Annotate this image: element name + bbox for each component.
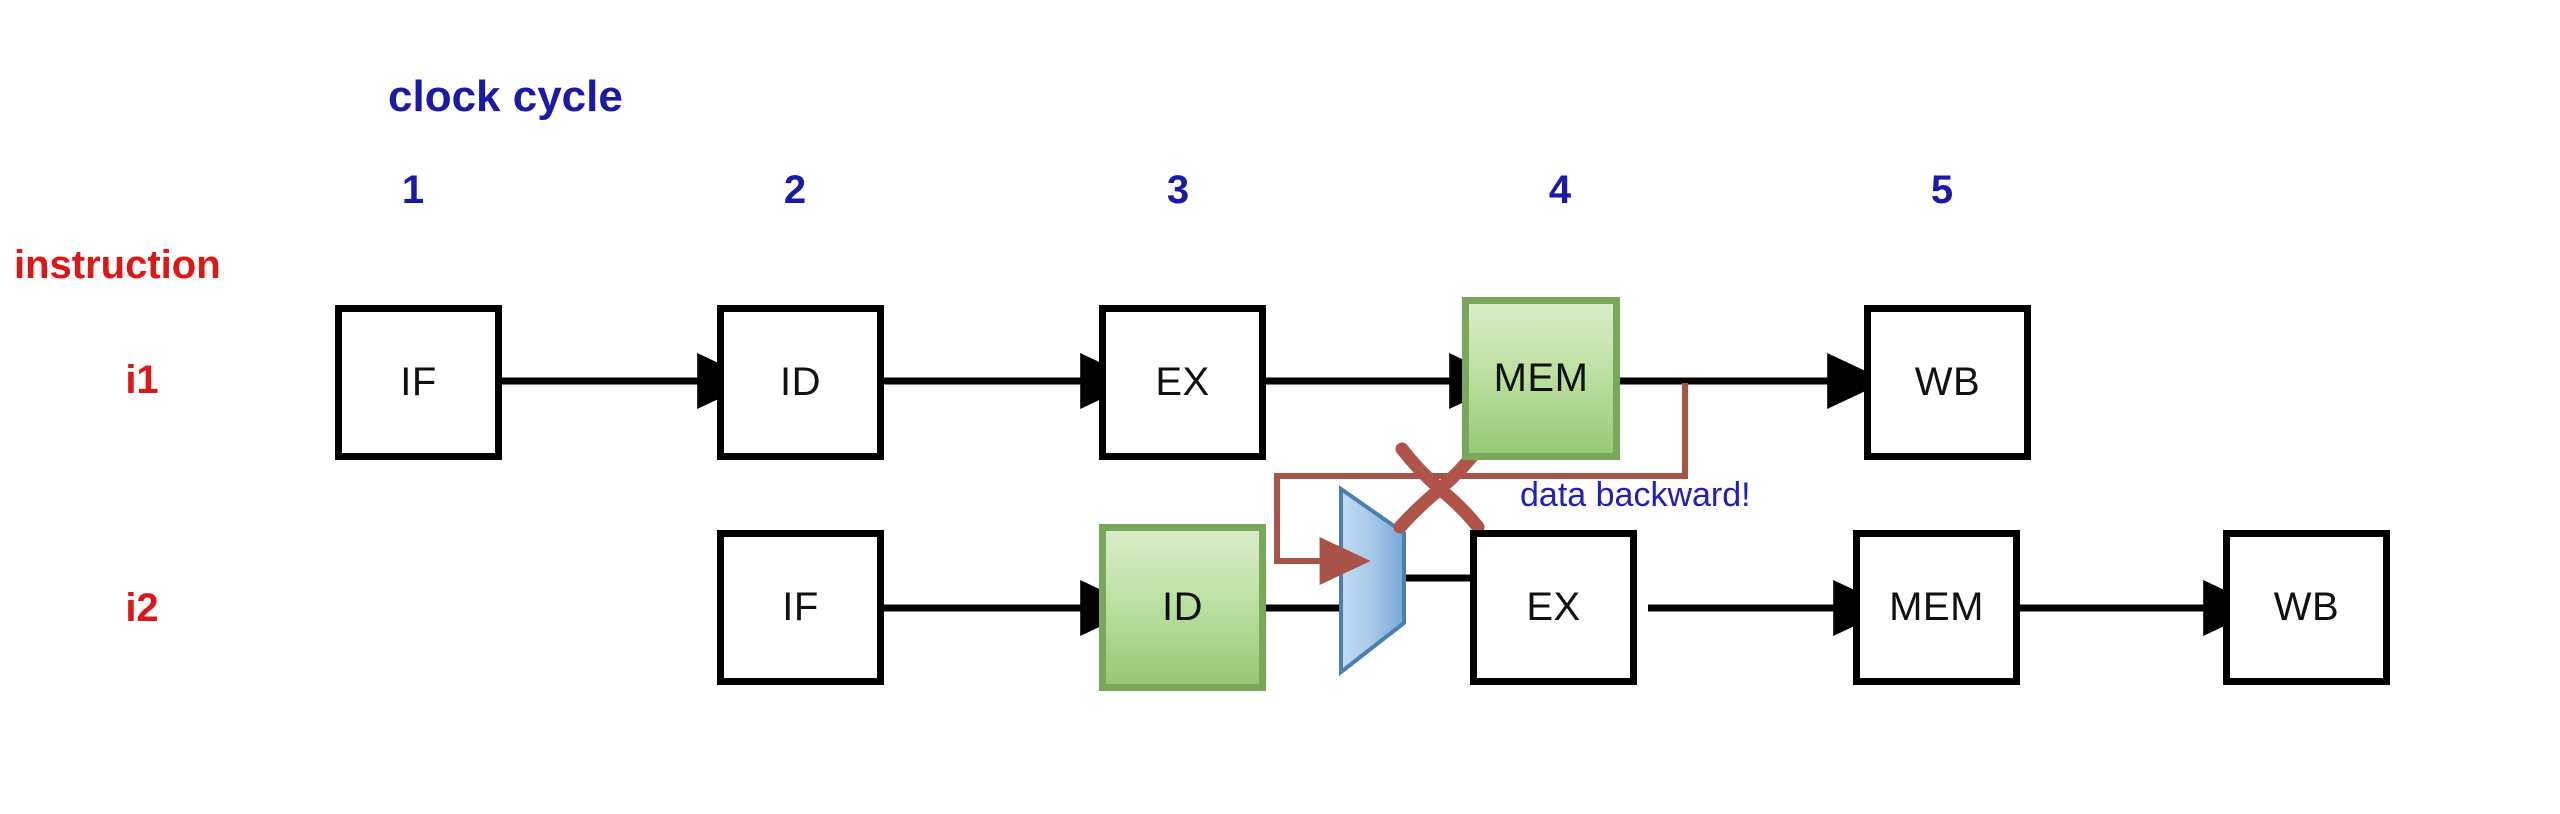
stage-i2-if[interactable]: IF bbox=[717, 530, 884, 685]
instruction-axis-title: instruction bbox=[14, 243, 221, 287]
stage-i2-id[interactable]: ID bbox=[1099, 524, 1266, 691]
data-backward-annotation: data backward! bbox=[1520, 476, 1751, 514]
cycle-label-3: 3 bbox=[1166, 168, 1190, 212]
instruction-label-i1: i1 bbox=[125, 358, 159, 402]
stage-i1-mem[interactable]: MEM bbox=[1462, 297, 1620, 460]
invalid-cross-icon bbox=[1393, 442, 1485, 534]
stage-i1-wb[interactable]: WB bbox=[1864, 305, 2031, 460]
stage-i2-wb[interactable]: WB bbox=[2223, 530, 2390, 685]
stage-i2-mem[interactable]: MEM bbox=[1853, 530, 2020, 685]
cycle-label-5: 5 bbox=[1930, 168, 1954, 212]
stage-i1-ex[interactable]: EX bbox=[1099, 305, 1266, 460]
stage-i1-if[interactable]: IF bbox=[335, 305, 502, 460]
stage-i2-ex[interactable]: EX bbox=[1470, 530, 1637, 685]
cycle-label-1: 1 bbox=[401, 168, 425, 212]
clock-cycle-axis-title: clock cycle bbox=[388, 72, 623, 121]
cycle-label-2: 2 bbox=[783, 168, 807, 212]
instruction-label-i2: i2 bbox=[125, 586, 159, 630]
forwarding-mux[interactable] bbox=[1339, 485, 1406, 677]
stage-i1-id[interactable]: ID bbox=[717, 305, 884, 460]
cycle-label-4: 4 bbox=[1548, 168, 1572, 212]
